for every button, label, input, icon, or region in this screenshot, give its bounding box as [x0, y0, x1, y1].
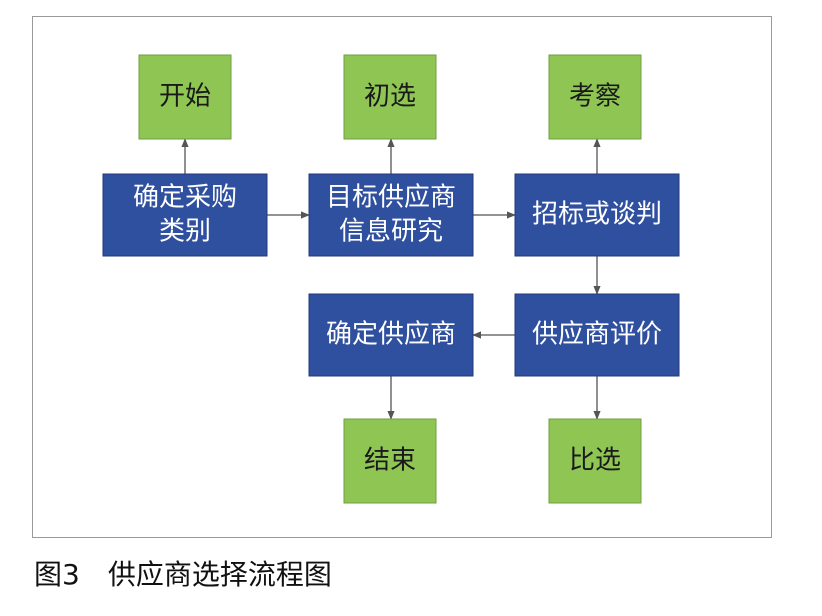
node-label-category: 类别: [159, 217, 211, 247]
node-box-inspect: [548, 54, 642, 140]
node-inspect: 考察: [548, 54, 642, 140]
node-decide: 确定供应商: [308, 293, 474, 377]
node-prelim: 初选: [343, 54, 437, 140]
node-label-end: 结束: [364, 446, 416, 476]
node-label-research: 信息研究: [339, 217, 443, 247]
node-box-start: [138, 54, 232, 140]
node-box-research: [308, 173, 474, 257]
node-end: 结束: [343, 418, 437, 504]
node-label-evaluate: 供应商评价: [532, 320, 662, 350]
node-box-end: [343, 418, 437, 504]
node-label-prelim: 初选: [364, 82, 416, 112]
node-label-research: 目标供应商: [326, 183, 456, 213]
node-bidding: 招标或谈判: [514, 173, 680, 257]
node-label-bidding: 招标或谈判: [532, 200, 662, 230]
node-label-category: 确定采购: [133, 183, 237, 213]
node-box-prelim: [343, 54, 437, 140]
node-label-start: 开始: [159, 82, 211, 112]
node-box-bidding: [514, 173, 680, 257]
node-box-category: [102, 173, 268, 257]
node-box-compare: [548, 418, 642, 504]
flowchart: 开始初选考察确定采购类别目标供应商信息研究招标或谈判供应商评价确定供应商结束比选: [102, 54, 680, 504]
node-label-inspect: 考察: [569, 82, 621, 112]
node-evaluate: 供应商评价: [514, 293, 680, 377]
node-label-compare: 比选: [569, 446, 621, 476]
node-box-evaluate: [514, 293, 680, 377]
diagram-frame: 开始初选考察确定采购类别目标供应商信息研究招标或谈判供应商评价确定供应商结束比选: [32, 16, 772, 538]
node-label-decide: 确定供应商: [326, 320, 456, 350]
node-start: 开始: [138, 54, 232, 140]
node-box-decide: [308, 293, 474, 377]
figure-caption: 图3 供应商选择流程图: [34, 558, 332, 591]
node-compare: 比选: [548, 418, 642, 504]
